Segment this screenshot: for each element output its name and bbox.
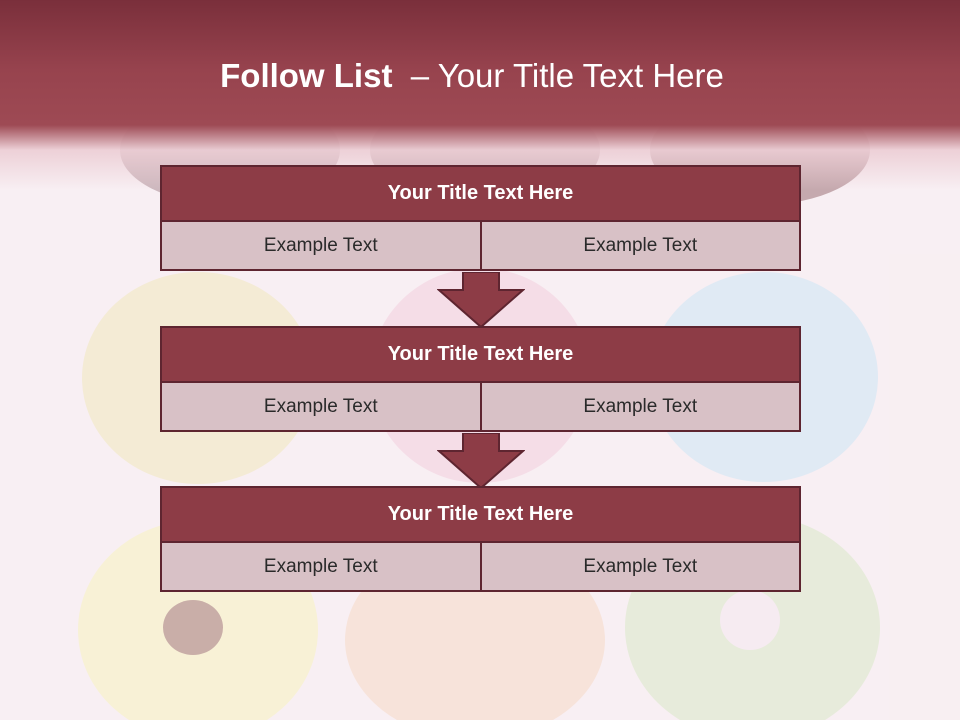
block-cell: Example Text (160, 543, 482, 592)
block-title: Your Title Text Here (160, 326, 801, 383)
slide-title: Follow List – Your Title Text Here (0, 54, 944, 98)
block-cell: Example Text (481, 383, 801, 432)
list-block: Your Title Text Here Example Text Exampl… (160, 165, 801, 271)
slide-title-bold: Follow List (220, 57, 393, 94)
block-cell: Example Text (481, 543, 801, 592)
block-row: Example Text Example Text (160, 543, 801, 592)
header-band (0, 0, 960, 190)
block-cell: Example Text (160, 222, 482, 271)
block-title: Your Title Text Here (160, 486, 801, 543)
down-arrow-icon (437, 272, 525, 328)
list-block: Your Title Text Here Example Text Exampl… (160, 326, 801, 432)
block-cell: Example Text (160, 383, 482, 432)
block-row: Example Text Example Text (160, 383, 801, 432)
down-arrow-icon (437, 433, 525, 489)
list-block: Your Title Text Here Example Text Exampl… (160, 486, 801, 592)
slide-title-rest: – Your Title Text Here (392, 57, 724, 94)
block-cell: Example Text (481, 222, 801, 271)
block-title: Your Title Text Here (160, 165, 801, 222)
block-row: Example Text Example Text (160, 222, 801, 271)
